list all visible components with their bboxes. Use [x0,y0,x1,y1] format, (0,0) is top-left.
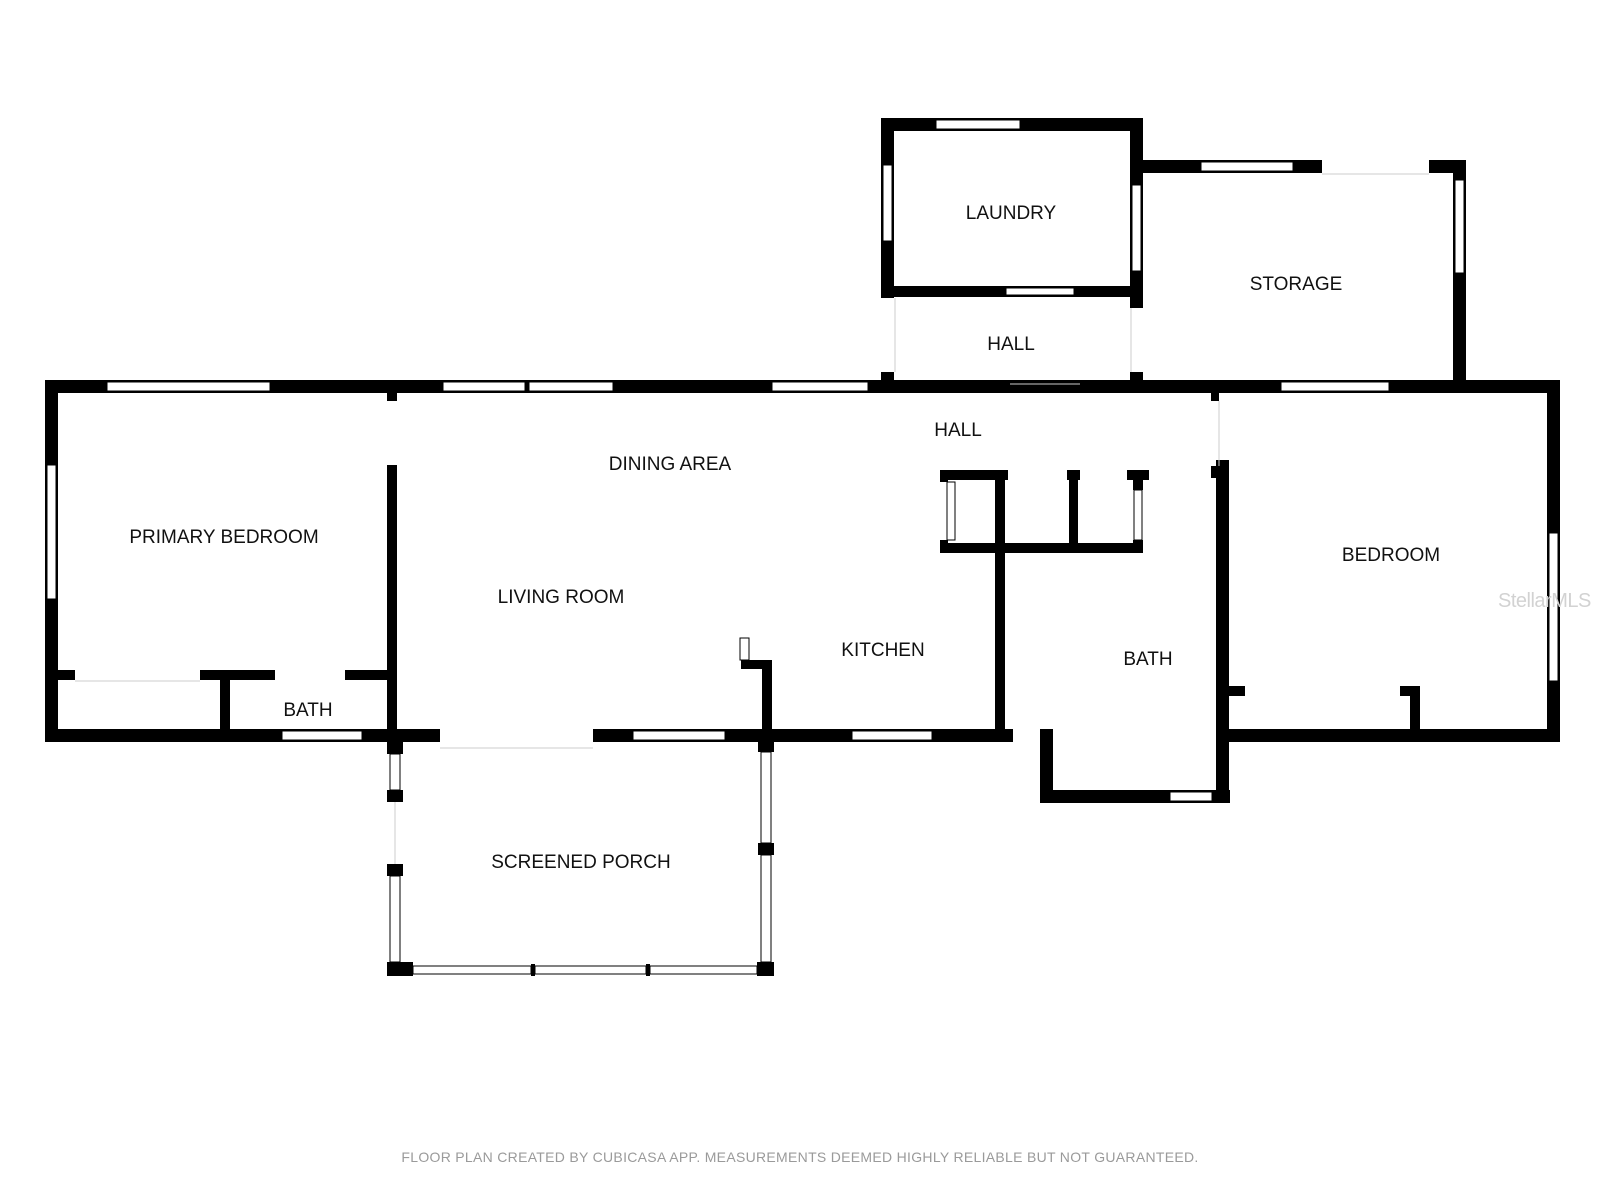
window [534,965,647,975]
window [1200,161,1294,172]
wall [1133,540,1143,553]
wall [758,843,774,855]
room-label-bath-right: BATH [1123,649,1172,670]
watermark-text: StellarMLS [1498,590,1591,612]
window [1131,184,1142,272]
wall [1216,460,1229,803]
wall [45,729,440,742]
window [1169,791,1213,802]
wall [1429,160,1455,173]
window [1454,179,1465,274]
wall [387,790,403,802]
window [1005,287,1075,296]
wall [45,670,75,680]
wall [881,372,894,384]
window [649,965,758,975]
wall [200,670,275,680]
wall [646,964,650,976]
window [935,119,1021,130]
room-label-hall-upper: HALL [987,334,1035,355]
wall [1069,470,1078,550]
wall [1133,470,1143,490]
window [739,637,750,661]
openings [75,173,1429,864]
window [882,164,893,242]
room-label-laundry: LAUNDRY [966,203,1057,224]
wall [387,465,397,735]
wall [940,470,948,482]
window [46,464,57,600]
wall [531,964,535,976]
room-label-bath-left: BATH [283,700,332,721]
window [389,875,401,963]
windows [46,119,1559,975]
wall [387,393,397,401]
window [528,381,614,392]
wall [940,540,948,553]
window [771,381,869,392]
window [412,965,532,975]
wall [1223,686,1245,696]
window [442,381,526,392]
wall [758,742,774,752]
room-label-bedroom: BEDROOM [1342,545,1440,566]
wall [345,670,395,680]
wall [1211,466,1219,478]
window [946,481,956,541]
wall [387,742,403,754]
room-label-living-room: LIVING ROOM [498,587,625,608]
wall [995,470,1005,735]
room-label-storage: STORAGE [1250,274,1343,295]
wall [387,729,400,742]
wall [741,660,771,669]
room-label-dining-area: DINING AREA [609,454,732,475]
window [281,730,363,741]
wall [757,962,774,976]
footer-disclaimer: FLOOR PLAN CREATED BY CUBICASA APP. MEAS… [401,1149,1199,1165]
window [851,730,933,741]
wall [387,962,413,976]
room-label-primary-bedroom: PRIMARY BEDROOM [129,527,318,548]
wall [940,543,1142,553]
window [1133,489,1143,541]
window [106,381,271,392]
window [760,751,772,844]
wall [220,670,230,732]
window [1280,381,1390,392]
wall [1223,729,1560,742]
window [1548,532,1559,682]
wall [940,470,1008,480]
wall [1410,686,1420,736]
room-label-screened-porch: SCREENED PORCH [491,852,670,873]
room-label-hall: HALL [934,420,982,441]
window [389,753,401,791]
wall [762,660,772,735]
window [632,730,726,741]
wall [1211,393,1219,401]
wall [1040,729,1053,803]
wall [387,864,403,876]
room-label-kitchen: KITCHEN [841,640,924,661]
wall [1130,372,1143,384]
window [760,854,772,963]
